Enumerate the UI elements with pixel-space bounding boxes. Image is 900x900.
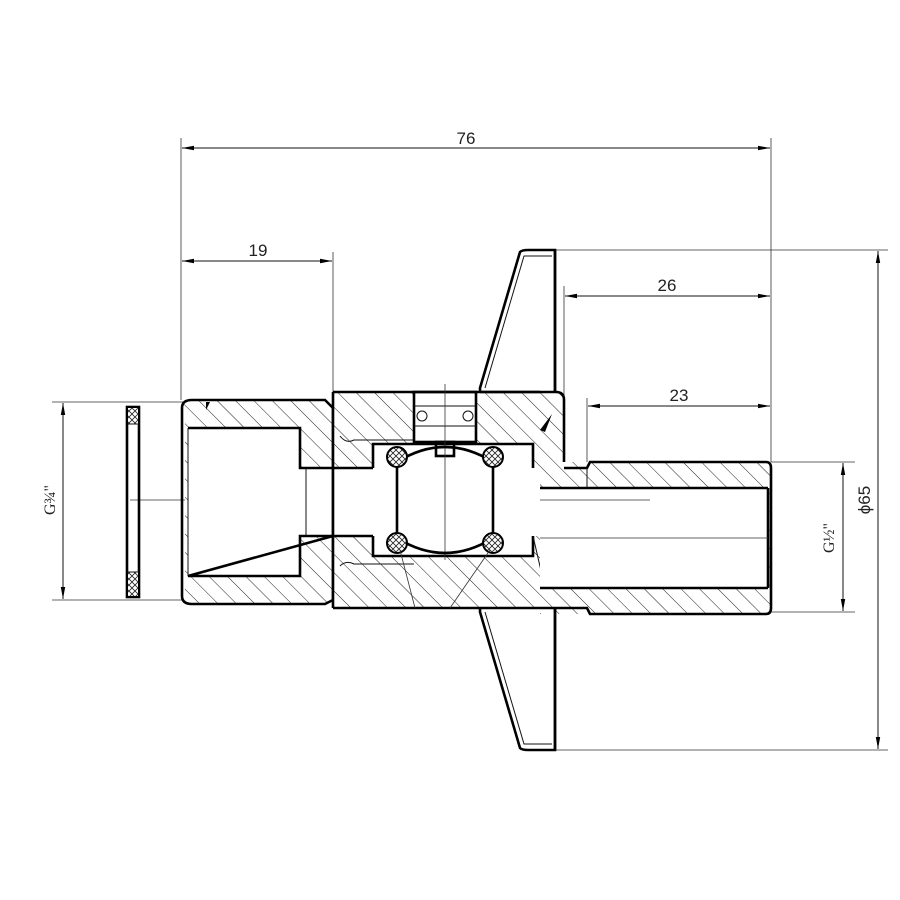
dimension-inlet-length: 19 — [182, 241, 334, 392]
valve-stem — [412, 384, 478, 560]
escutcheon-flange — [478, 248, 557, 752]
dimension-overall-length: 76 — [180, 129, 772, 462]
nut-marker — [206, 402, 210, 410]
dimension-label-phi65: ϕ65 — [855, 486, 874, 514]
dimension-label-26: 26 — [658, 276, 677, 295]
ball-seat-seals — [386, 446, 504, 609]
flow-arrow-marker — [540, 414, 552, 432]
outlet-thread-tail — [540, 460, 773, 616]
dimension-label-g-three-quarter: G¾" — [42, 485, 59, 515]
dimension-label-76: 76 — [457, 129, 476, 148]
dimension-outlet-flange-length: 26 — [563, 276, 770, 400]
dimension-inlet-thread: G¾" — [42, 401, 185, 601]
dimension-label-23: 23 — [670, 386, 689, 405]
inlet-nut — [180, 398, 335, 606]
dimension-outlet-thread: G½" — [771, 461, 855, 613]
dimension-label-g-half: G½" — [821, 523, 838, 553]
dimension-label-19: 19 — [249, 241, 268, 260]
dimension-flange-diameter: ϕ65 — [555, 249, 888, 751]
dimension-outlet-thread-length: 23 — [586, 386, 770, 462]
sealing-washer — [125, 405, 141, 599]
